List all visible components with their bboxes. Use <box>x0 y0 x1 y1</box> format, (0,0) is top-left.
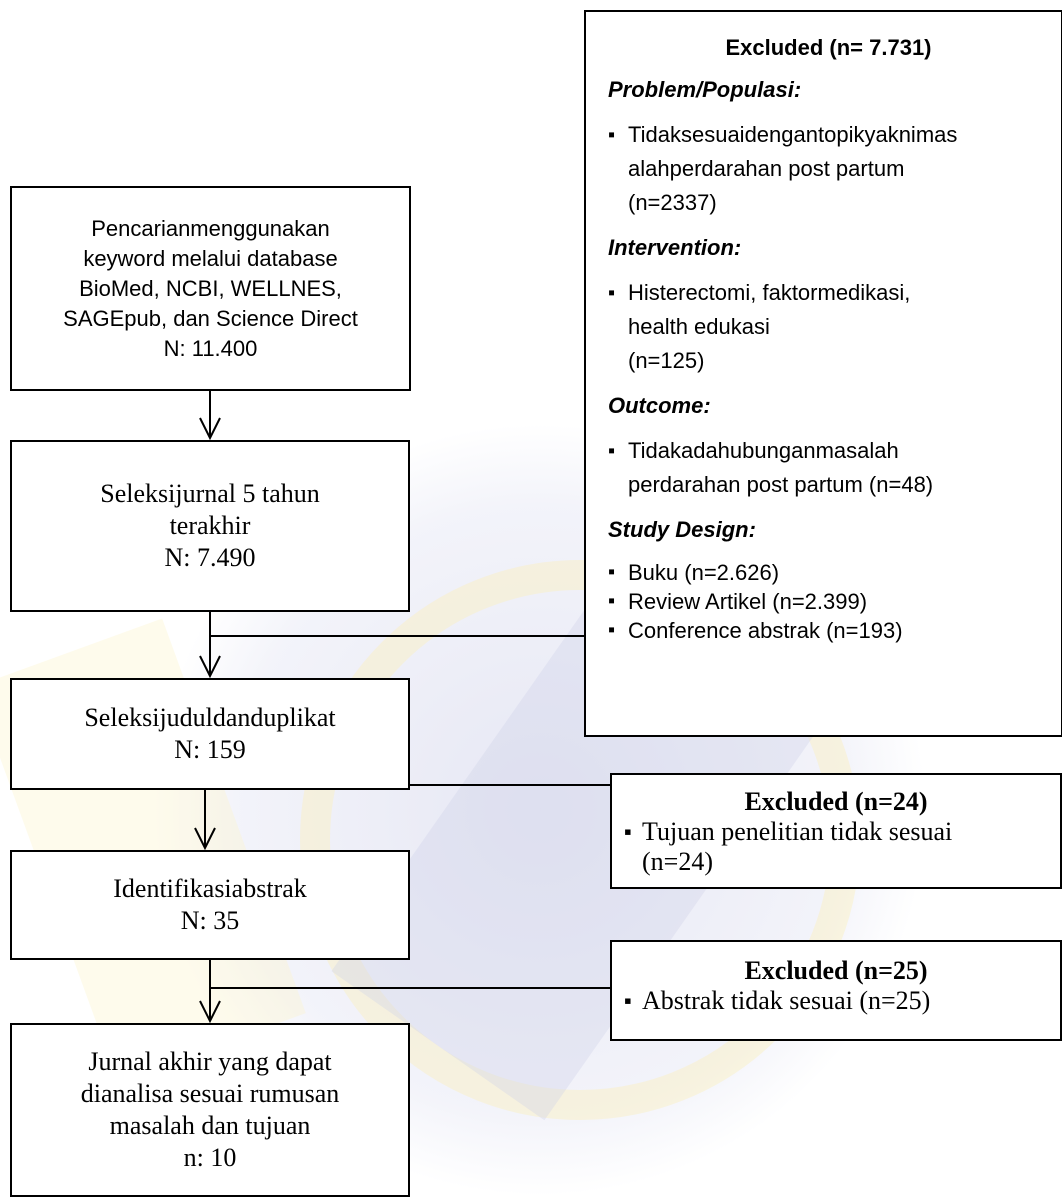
arrowhead-abstract <box>194 827 216 851</box>
excluded-abstract-title: Excluded (n=24) <box>744 787 928 816</box>
excluded-final-box: Excluded (n=25) ▪ Abstrak tidak sesuai (… <box>610 940 1062 1041</box>
exclusion-item: Buku (n=2.626) <box>608 558 1049 587</box>
final-line: Jurnal akhir yang dapat <box>88 1047 332 1076</box>
section-outcome-list: Tidakadahubunganmasalah perdarahan post … <box>608 434 1049 502</box>
search-line: keyword melalui database <box>83 245 338 271</box>
title-duplicate-box: Seleksijuduldanduplikat N: 159 <box>10 678 410 790</box>
exclusion-item: Histerectomi, faktormedikasi, health edu… <box>608 276 1049 378</box>
final-journals-box: Jurnal akhir yang dapat dianalisa sesuai… <box>10 1023 410 1197</box>
section-problem-label: Problem/Populasi: <box>608 77 802 102</box>
search-box: Pencarianmenggunakan keyword melalui dat… <box>10 186 411 391</box>
excluded-main-box: Excluded (n= 7.731) Problem/Populasi: Ti… <box>584 10 1062 737</box>
exclusion-item: Conference abstrak (n=193) <box>608 616 1049 645</box>
abstract-id-count: N: 35 <box>180 906 240 935</box>
section-study-design-label: Study Design: <box>608 517 756 542</box>
final-line: dianalisa sesuai rumusan <box>80 1079 340 1108</box>
title-dup-count: N: 159 <box>174 735 246 764</box>
screening-count: N: 7.490 <box>164 543 256 572</box>
bullet-icon: ▪ <box>624 819 632 844</box>
final-line: masalah dan tujuan <box>109 1111 311 1140</box>
search-line: BioMed, NCBI, WELLNES, <box>79 275 342 301</box>
title-dup-line: Seleksijuduldanduplikat <box>84 703 336 732</box>
section-study-design-list: Buku (n=2.626) Review Artikel (n=2.399) … <box>608 558 1049 645</box>
section-problem-list: Tidaksesuaidengantopikyaknimas alahperda… <box>608 118 1049 220</box>
excluded-abstract-box: Excluded (n=24) ▪ Tujuan penelitian tida… <box>610 773 1062 889</box>
screening-line: terakhir <box>169 511 251 540</box>
section-intervention-label: Intervention: <box>608 235 742 260</box>
screening-5yr-box: Seleksijurnal 5 tahun terakhir N: 7.490 <box>10 440 410 612</box>
arrowhead-title <box>199 655 221 679</box>
exclusion-item: ▪ Abstrak tidak sesuai (n=25) <box>624 986 931 1015</box>
arrowhead-screen <box>199 417 221 441</box>
exclusion-item: ▪ Tujuan penelitian tidak sesuai (n=24) <box>624 817 953 876</box>
exclusion-item: Tidaksesuaidengantopikyaknimas alahperda… <box>608 118 1049 220</box>
arrowhead-final <box>199 1000 221 1024</box>
abstract-identification-box: Identifikasiabstrak N: 35 <box>10 850 410 960</box>
excluded-main-title: Excluded (n= 7.731) <box>725 35 932 60</box>
exclusion-item: Tidakadahubunganmasalah perdarahan post … <box>608 434 1049 502</box>
excluded-final-title: Excluded (n=25) <box>744 956 928 985</box>
screening-line: Seleksijurnal 5 tahun <box>100 479 320 508</box>
bullet-icon: ▪ <box>624 988 632 1013</box>
abstract-id-line: Identifikasiabstrak <box>113 874 307 903</box>
search-line: SAGEpub, dan Science Direct <box>63 305 358 331</box>
final-count: n: 10 <box>183 1143 237 1172</box>
search-line: Pencarianmenggunakan <box>91 215 330 241</box>
section-outcome-label: Outcome: <box>608 393 711 418</box>
section-intervention-list: Histerectomi, faktormedikasi, health edu… <box>608 276 1049 378</box>
exclusion-item: Review Artikel (n=2.399) <box>608 587 1049 616</box>
search-count: N: 11.400 <box>163 335 258 361</box>
